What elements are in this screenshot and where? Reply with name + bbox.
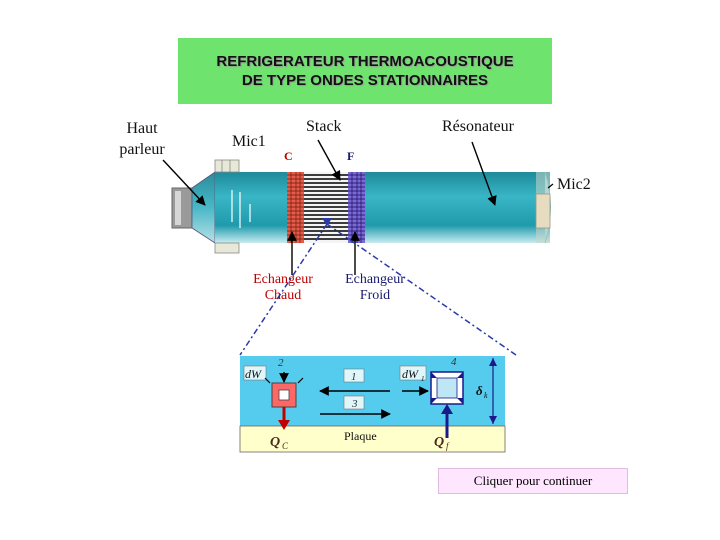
cold-exchanger: [348, 172, 365, 243]
continue-button[interactable]: Cliquer pour continuer: [438, 468, 628, 494]
stack-arrow: [317, 139, 341, 181]
n3-label: 3: [351, 398, 358, 410]
n2-label: 2: [278, 357, 284, 369]
hot-cell: [264, 372, 304, 408]
title-line-2: DE TYPE ONDES STATIONNAIRES: [241, 72, 489, 89]
delta-k-label: δ: [476, 383, 483, 398]
speaker: [171, 171, 216, 244]
cold-cell: [402, 371, 464, 405]
qf-sub: f: [446, 441, 450, 451]
n4-label: 4: [451, 356, 457, 368]
qc-label: Q: [270, 435, 280, 450]
mic1-label: Mic1: [232, 133, 266, 150]
dw-right-sub: 1: [421, 375, 425, 383]
cold-side-label: F: [347, 149, 355, 163]
title-line-1: REFRIGERATEUR THERMOACOUSTIQUE: [216, 53, 514, 70]
title-box: REFRIGERATEUR THERMOACOUSTIQUE DE TYPE O…: [178, 38, 552, 104]
mic2-port: [535, 193, 551, 229]
plate-label: Plaque: [344, 429, 377, 443]
stack-label: Stack: [306, 118, 342, 135]
dw-right-label: dW: [402, 367, 419, 381]
qf-label: Q: [434, 435, 444, 450]
resonator-label: Résonateur: [442, 118, 514, 135]
resonator-arrow: [471, 141, 497, 206]
qc-sub: C: [282, 441, 289, 451]
hot-exchanger: [287, 172, 304, 243]
hot-exchanger-label: Echangeur Chaud: [253, 272, 313, 303]
resonator-tube: [214, 159, 551, 254]
detail-panel: [239, 356, 506, 453]
delta-k-sub: k: [484, 391, 488, 400]
zoom-lines: [239, 223, 517, 356]
speaker-label: Haut parleur: [119, 120, 165, 158]
hot-side-label: C: [284, 149, 293, 163]
speaker-arrow: [162, 159, 206, 206]
mic2-label: Mic2: [557, 176, 591, 193]
dw-left-label: dW: [245, 367, 262, 381]
plate: [239, 425, 506, 453]
mic2-pointer: [547, 183, 554, 189]
mic1-port: [214, 159, 240, 173]
n1-label: 1: [351, 371, 357, 383]
stack: [304, 172, 348, 243]
cold-exchanger-label: Echangeur Froid: [345, 272, 405, 303]
